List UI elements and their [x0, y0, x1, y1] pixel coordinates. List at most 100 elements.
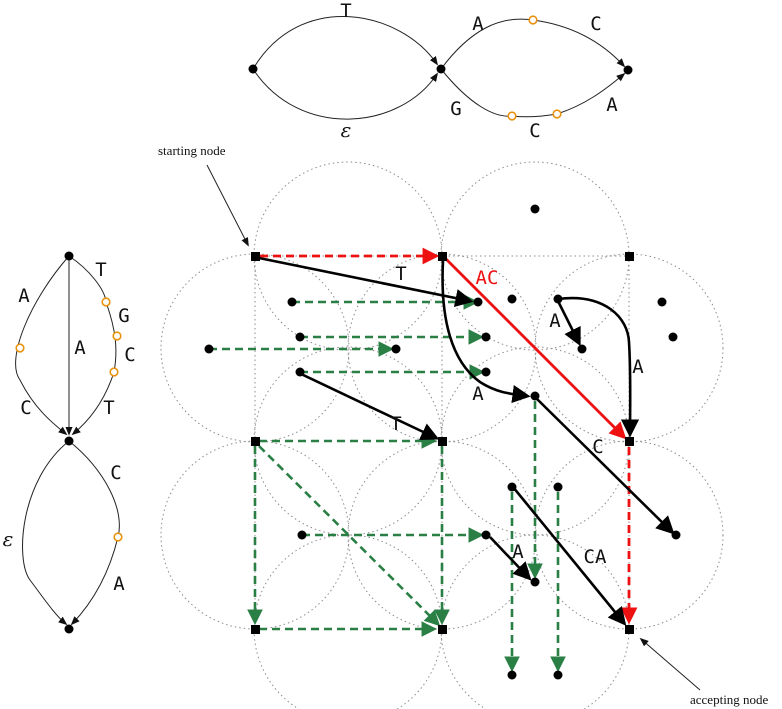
left-node-top — [64, 251, 74, 261]
top-label-epsilon: ε — [341, 118, 352, 142]
top-label-c2: C — [529, 120, 540, 142]
round-node — [657, 297, 667, 307]
round-node — [507, 670, 517, 680]
round-node — [553, 482, 563, 492]
round-node — [507, 482, 517, 492]
square-node — [438, 437, 447, 446]
green-dashed-arrow — [258, 445, 441, 627]
left-intermediate-node — [15, 343, 25, 353]
round-node — [671, 530, 681, 540]
round-node — [295, 332, 305, 342]
round-node — [553, 294, 563, 304]
round-node — [391, 344, 401, 354]
top-node-middle — [436, 64, 446, 74]
main-labels: T AC A A A T C A CA — [390, 263, 644, 568]
black-arrow — [557, 296, 640, 438]
round-node — [295, 367, 305, 377]
starting-node-pointer — [206, 164, 249, 247]
accepting-node-pointer — [639, 637, 701, 691]
left-intermediate-node — [101, 297, 111, 307]
edge-label-ac: AC — [476, 267, 499, 289]
left-edge-epsilon — [22, 440, 70, 626]
round-node — [204, 344, 214, 354]
round-node — [553, 670, 563, 680]
left-label-t: T — [95, 259, 106, 281]
round-node — [530, 577, 540, 587]
round-node — [530, 204, 540, 214]
black-arrow — [489, 536, 532, 581]
left-node-middle — [64, 436, 74, 446]
round-node — [481, 367, 491, 377]
left-label-c3: C — [110, 462, 121, 484]
top-label-a2: A — [606, 94, 618, 116]
round-node — [668, 332, 678, 342]
round-node — [473, 297, 483, 307]
top-intermediate-node — [552, 109, 562, 119]
round-node — [481, 530, 491, 540]
top-intermediate-node — [507, 111, 517, 121]
black-arrow — [536, 398, 675, 535]
black-arrow — [511, 486, 627, 626]
top-label-a: A — [472, 13, 484, 35]
top-graph: T ε A C G C A — [248, 0, 633, 142]
red-path-diagonal — [445, 258, 627, 440]
square-node-starting — [251, 252, 260, 261]
top-node-start — [248, 64, 258, 74]
left-intermediate-node — [113, 532, 123, 542]
top-intermediate-node — [528, 15, 538, 25]
annotations: starting node accepting node — [158, 143, 769, 707]
edge-label-a1: A — [549, 310, 561, 332]
round-node — [297, 530, 307, 540]
left-label-c: C — [20, 397, 31, 419]
top-edge-t — [252, 15, 439, 70]
red-arrows — [260, 247, 638, 625]
main-nodes — [204, 204, 681, 680]
black-arrow — [556, 300, 581, 347]
left-intermediate-node — [109, 367, 119, 377]
accepting-node-label: accepting node — [690, 692, 769, 707]
top-label-g: G — [450, 98, 461, 120]
round-node — [530, 391, 540, 401]
black-arrows — [258, 256, 675, 626]
round-node — [577, 344, 587, 354]
square-node — [251, 437, 260, 446]
edge-label-c: C — [592, 436, 603, 458]
left-label-a2: A — [113, 573, 125, 595]
edge-label-a4: A — [512, 541, 524, 563]
edge-label-t2: T — [390, 413, 401, 435]
edge-label-t1: T — [395, 263, 406, 285]
round-node — [481, 332, 491, 342]
left-edge-ac — [15, 255, 70, 436]
left-graph: A C A T G C T C ε A — [3, 251, 136, 634]
left-label-c2: C — [124, 344, 135, 366]
edge-label-a2: A — [632, 356, 644, 378]
square-node — [625, 437, 634, 446]
top-label-t: T — [340, 0, 351, 22]
black-arrow — [441, 260, 531, 404]
grid-circle — [253, 534, 443, 709]
square-node — [438, 625, 447, 634]
grid-circle — [253, 346, 443, 536]
square-node-accepting — [625, 625, 634, 634]
left-intermediate-node — [112, 331, 122, 341]
top-edge-epsilon — [252, 68, 438, 120]
left-label-a-mid: A — [74, 337, 86, 359]
black-arrow — [258, 256, 474, 308]
green-arrows — [209, 294, 566, 673]
round-node — [507, 294, 517, 304]
left-label-a: A — [18, 285, 30, 307]
left-label-t2: T — [103, 397, 114, 419]
round-node — [287, 297, 297, 307]
left-label-g: G — [118, 305, 129, 327]
top-node-end — [623, 65, 633, 75]
edge-label-a3: A — [472, 383, 484, 405]
square-node — [251, 625, 260, 634]
left-edge-tgct — [68, 255, 117, 436]
starting-node-label: starting node — [158, 143, 226, 158]
top-label-c: C — [590, 13, 601, 35]
left-label-epsilon: ε — [3, 527, 14, 551]
square-node — [438, 252, 447, 261]
top-edge-lower — [440, 68, 626, 118]
edge-label-ca: CA — [584, 546, 607, 568]
